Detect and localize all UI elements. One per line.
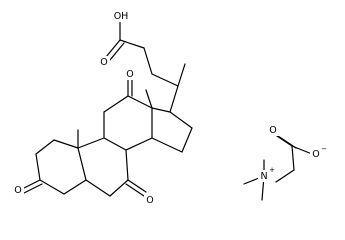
svg-text:O: O [146,195,153,206]
acid-oxygen-label: OH [114,10,129,22]
ring-c [103,95,153,151]
methyl-groups [77,89,153,149]
ketone-bonds [21,77,147,197]
betaine-nitrogen-label: N + [258,166,275,182]
negative-charge: − [321,145,327,153]
acid-carbonyl-oxygen-label: O [98,56,110,68]
svg-text:O: O [126,69,133,80]
svg-text:OH: OH [114,11,129,22]
svg-text:O: O [100,57,107,68]
ring-d [151,107,193,153]
side-chain [105,19,186,113]
betaine-carbonyl-oxygen-label: O [267,124,279,136]
svg-text:O: O [269,125,276,136]
ring-a [35,139,87,195]
c7-oxygen-label: O [144,194,156,206]
betaine-bonds [243,133,313,201]
chemical-structure-diagram: OH O O O O O O − N + [12,10,328,206]
positive-charge: + [269,166,275,174]
ring-b [77,137,129,197]
c12-oxygen-label: O [124,68,136,80]
c3-oxygen-label: O [12,184,24,196]
svg-text:N: N [260,171,267,182]
svg-text:O: O [312,149,319,160]
betaine-anionic-oxygen-label: O − [310,145,327,160]
svg-text:O: O [14,185,21,196]
structure-canvas: OH O O O O O O − N + [12,10,328,206]
